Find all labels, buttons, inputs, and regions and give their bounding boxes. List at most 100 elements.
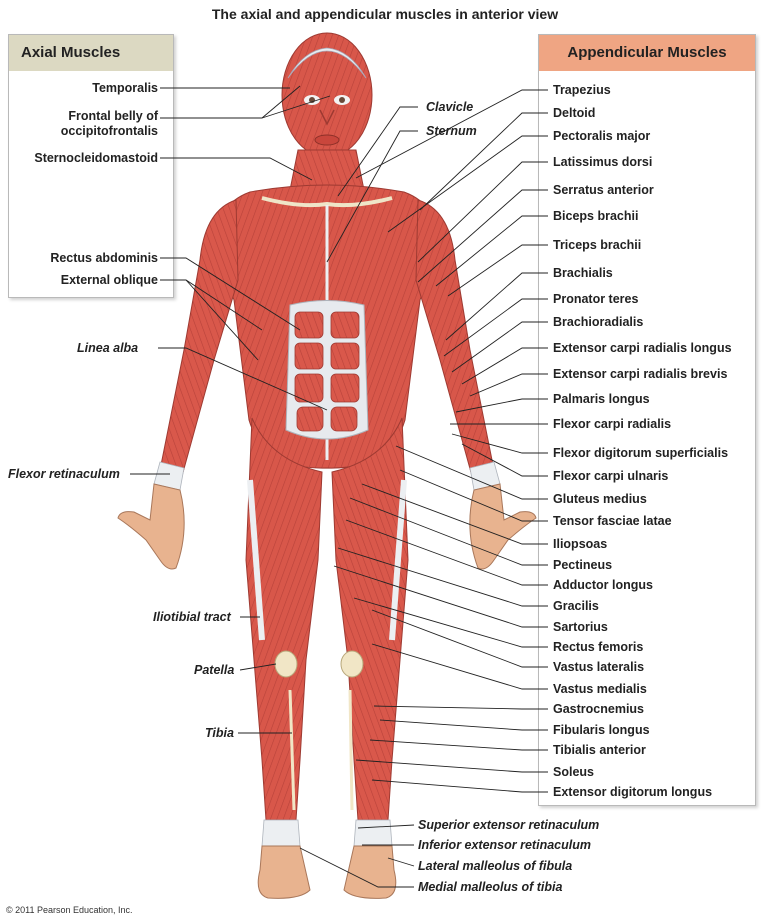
leader-line <box>451 433 548 454</box>
label-palmaris-longus: Palmaris longus <box>553 392 650 406</box>
left-hand <box>469 483 537 570</box>
right-leg <box>245 417 323 821</box>
leader-line <box>395 445 548 500</box>
axial-muscles-header: Axial Muscles <box>9 35 173 71</box>
label-external-oblique: External oblique <box>60 273 158 287</box>
right-hand <box>117 483 185 570</box>
appendicular-muscles-header: Appendicular Muscles <box>539 35 755 71</box>
label-latissimus-dorsi: Latissimus dorsi <box>553 155 653 169</box>
right-tibia <box>288 689 296 811</box>
label-vastus-medialis: Vastus medialis <box>553 682 647 696</box>
label-brachialis: Brachialis <box>553 266 613 280</box>
leader-line <box>379 719 548 731</box>
leader-line <box>417 189 548 283</box>
leader-line <box>443 298 548 357</box>
leader-line <box>353 597 548 648</box>
label-flexor-carpi-radialis: Flexor carpi radialis <box>553 417 672 431</box>
label-serratus-anterior: Serratus anterior <box>553 183 654 197</box>
label-extensor-carpi-radialis-longus: Extensor carpi radialis longus <box>553 341 732 355</box>
label-tibia: Tibia <box>205 726 234 740</box>
label-frontal-belly: Frontal belly of occipitofrontalis <box>60 109 158 138</box>
left-iliotibial-tract <box>389 479 407 641</box>
label-tibialis-anterior: Tibialis anterior <box>553 743 646 757</box>
label-patella: Patella <box>194 663 235 677</box>
figure-title: The axial and appendicular muscles in an… <box>211 6 559 22</box>
leader-line <box>445 272 548 341</box>
leader-line <box>399 469 548 522</box>
left-ankle <box>353 819 393 847</box>
left-arm <box>415 199 495 477</box>
leader-line <box>469 373 548 397</box>
leader-line <box>333 565 548 628</box>
axial-muscles-box: Axial Muscles <box>8 34 174 298</box>
right-ankle <box>261 819 301 847</box>
leader-line <box>371 643 548 690</box>
leader-line <box>461 347 548 385</box>
appendicular-leader-lines <box>333 89 548 793</box>
left-leg <box>331 417 409 821</box>
label-rectus-abdominis: Rectus abdominis <box>50 251 158 265</box>
label-extensor-digitorum-longus: Extensor digitorum longus <box>553 785 713 799</box>
label-pectineus: Pectineus <box>553 558 613 572</box>
leader-line <box>361 483 548 545</box>
leader-line <box>451 321 548 373</box>
label-iliopsoas: Iliopsoas <box>553 537 608 551</box>
copyright: © 2011 Pearson Education, Inc. <box>6 905 133 915</box>
label-gracilis: Gracilis <box>553 599 599 613</box>
label-linea-alba: Linea alba <box>77 341 139 355</box>
label-clavicle: Clavicle <box>426 100 474 114</box>
label-brachioradialis: Brachioradialis <box>553 315 644 329</box>
left-foot <box>343 845 397 899</box>
label-flexor-digitorum-superficialis: Flexor digitorum superficialis <box>553 446 729 460</box>
leader-line <box>371 779 548 793</box>
leader-line <box>355 89 548 179</box>
label-biceps-brachii: Biceps brachii <box>553 209 639 223</box>
label-temporalis: Temporalis <box>92 81 158 95</box>
head <box>281 32 373 158</box>
leader-line <box>455 398 548 413</box>
leader-line <box>337 547 548 607</box>
label-flexor-carpi-ulnaris: Flexor carpi ulnaris <box>553 469 669 483</box>
label-extensor-carpi-radialis-brevis: Extensor carpi radialis brevis <box>553 367 728 381</box>
rectus-abdominis-segments <box>294 311 360 432</box>
label-sternum: Sternum <box>426 124 477 138</box>
label-vastus-lateralis: Vastus lateralis <box>553 660 645 674</box>
label-soleus: Soleus <box>553 765 594 779</box>
clavicle-shape <box>261 196 393 208</box>
leader-line <box>387 135 548 233</box>
label-triceps-brachii: Triceps brachii <box>553 238 642 252</box>
leader-line <box>447 244 548 297</box>
label-iliotibial-tract: Iliotibial tract <box>153 610 231 624</box>
label-adductor-longus: Adductor longus <box>553 578 653 592</box>
left-tibia <box>348 689 354 811</box>
leader-line <box>371 609 548 668</box>
right-foot <box>257 845 311 899</box>
label-rectus-femoris: Rectus femoris <box>553 640 644 654</box>
label-medial-malleolus: Medial malleolus of tibia <box>418 880 563 894</box>
leader-line <box>417 161 548 263</box>
leader-line <box>373 705 548 710</box>
label-fibularis-longus: Fibularis longus <box>553 723 650 737</box>
leader-line <box>345 519 548 586</box>
label-gluteus-medius: Gluteus medius <box>553 492 647 506</box>
label-tensor-fasciae-latae: Tensor fasciae latae <box>553 514 672 528</box>
label-superior-extensor-retinaculum: Superior extensor retinaculum <box>418 818 600 832</box>
leader-lines <box>130 85 418 888</box>
right-patella <box>274 650 298 678</box>
label-flexor-retinaculum: Flexor retinaculum <box>8 467 120 481</box>
label-trapezius: Trapezius <box>553 83 611 97</box>
left-patella <box>340 650 364 678</box>
label-gastrocnemius: Gastrocnemius <box>553 702 645 716</box>
label-deltoid: Deltoid <box>553 106 596 120</box>
right-iliotibial-tract <box>247 479 265 641</box>
leader-line <box>355 759 548 773</box>
label-inferior-extensor-retinaculum: Inferior extensor retinaculum <box>418 838 591 852</box>
label-sternocleidomastoid: Sternocleidomastoid <box>34 151 158 165</box>
label-pronator-teres: Pronator teres <box>553 292 639 306</box>
appendicular-muscles-box: Appendicular Muscles <box>538 34 756 806</box>
right-arm <box>159 199 239 477</box>
label-pectoralis-major: Pectoralis major <box>553 129 651 143</box>
leader-line <box>435 215 548 287</box>
leader-line <box>419 112 548 211</box>
